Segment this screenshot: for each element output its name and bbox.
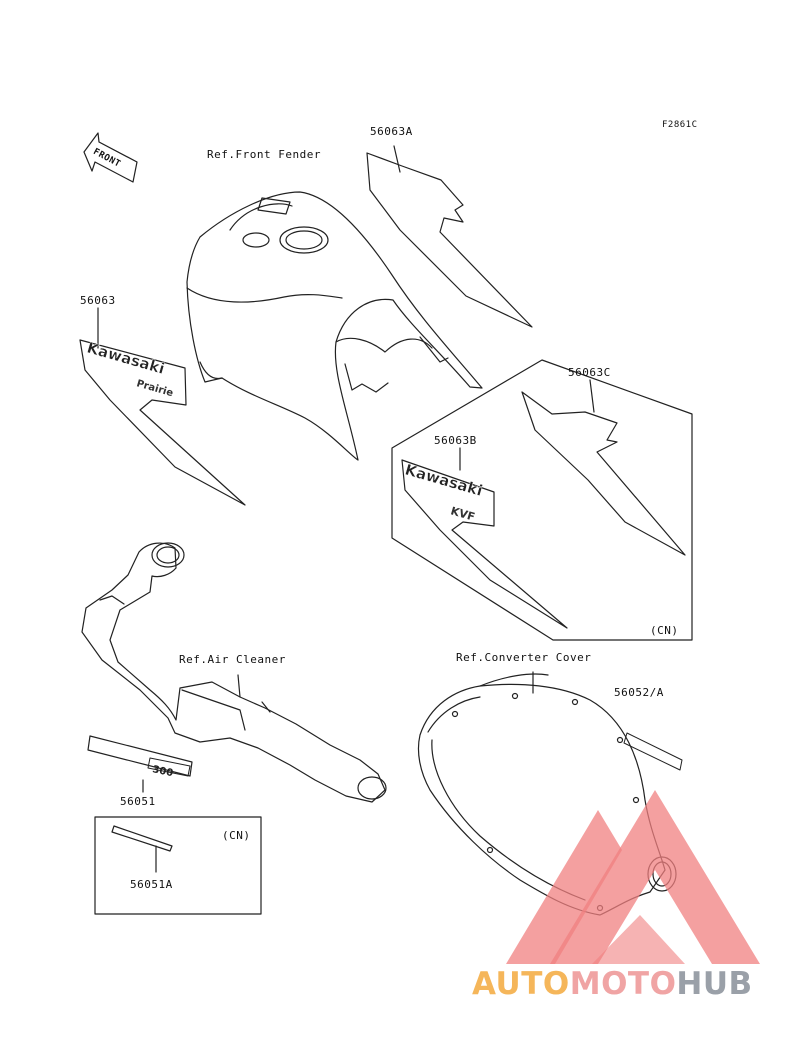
decal-56063 — [79, 307, 246, 506]
svg-text:Kawasaki: Kawasaki — [85, 339, 167, 378]
watermark-text: AUTOMOTOHUB — [472, 966, 753, 1002]
part-56063b-label: 56063B — [434, 434, 477, 447]
part-56051-label: 56051 — [120, 795, 156, 808]
ref-front-fender-label: Ref.Front Fender — [207, 148, 321, 161]
figure-code: F2861C — [662, 120, 698, 130]
cn-label-lower: (CN) — [222, 829, 251, 842]
part-56052a-label: 56052/A — [614, 686, 664, 699]
air-cleaner — [81, 542, 387, 803]
decal-56051 — [87, 735, 193, 793]
part-56063c-label: 56063C — [568, 366, 611, 379]
svg-text:Prairie: Prairie — [135, 378, 174, 399]
cn-box-lower — [94, 816, 262, 915]
part-56063-label: 56063 — [80, 294, 116, 307]
front-fender — [186, 191, 483, 461]
cn-box-upper — [391, 359, 693, 641]
decal-56063c — [521, 391, 686, 556]
decal-56063b — [401, 447, 568, 629]
ref-air-cleaner-label: Ref.Air Cleaner — [179, 653, 286, 666]
watermark-logo-icon — [506, 790, 760, 964]
decal-56051a — [111, 825, 173, 852]
decal-56052a — [623, 732, 683, 771]
svg-text:300: 300 — [151, 764, 174, 779]
front-arrow-icon — [83, 132, 138, 183]
svg-text:KVF: KVF — [449, 504, 476, 523]
decal-56063a — [366, 152, 533, 328]
svg-text:Kawasaki: Kawasaki — [403, 461, 485, 500]
part-56051a-label: 56051A — [130, 878, 173, 891]
cn-label-upper: (CN) — [650, 624, 679, 637]
part-56063a-label: 56063A — [370, 125, 413, 138]
ref-converter-cover-label: Ref.Converter Cover — [456, 651, 592, 664]
